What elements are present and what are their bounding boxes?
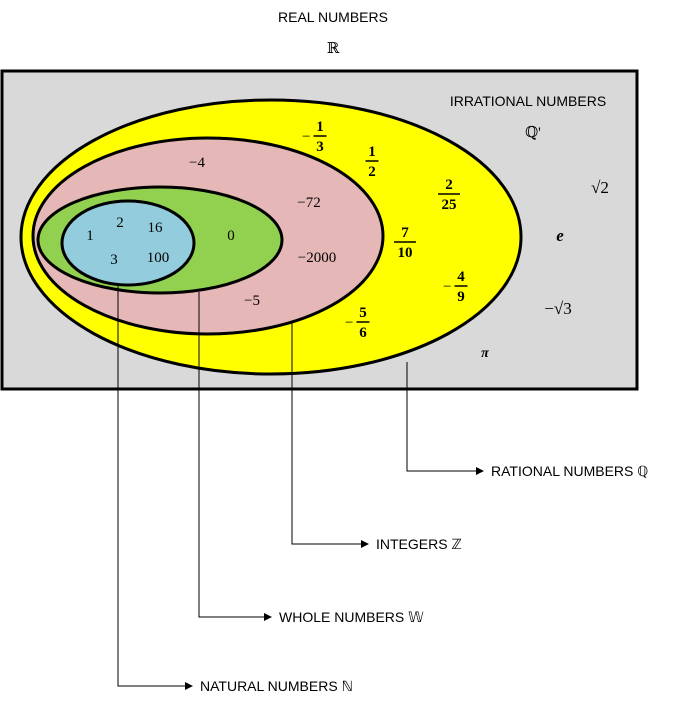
rational-fraction: 12 — [365, 144, 379, 180]
rational-callout-arrow — [406, 362, 484, 475]
real-numbers-symbol: ℝ — [327, 41, 340, 57]
fraction-denominator: 10 — [398, 245, 413, 261]
natural-item: 16 — [148, 220, 164, 236]
fraction-denominator: 2 — [368, 164, 376, 180]
fraction-denominator: 6 — [359, 325, 367, 341]
fraction-denominator: 9 — [457, 289, 465, 305]
real-numbers-title: REAL NUMBERS — [278, 9, 388, 25]
fraction-sign: − — [443, 279, 451, 295]
whole-callout-label: WHOLE NUMBERS 𝕎 — [279, 609, 424, 625]
irrational-numbers-label: IRRATIONAL NUMBERS — [450, 93, 606, 109]
irrational-item-e: e — [556, 226, 564, 245]
rational-fraction: 710 — [394, 225, 416, 261]
natural-callout-label: NATURAL NUMBERS ℕ — [200, 678, 353, 694]
fraction-numerator: 5 — [359, 305, 367, 321]
integers-callout-label: INTEGERS ℤ — [376, 536, 462, 552]
irrational-item-pi: π — [481, 346, 489, 361]
fraction-numerator: 7 — [401, 225, 409, 241]
natural-item: 3 — [110, 252, 118, 268]
rational-fraction: 4 9− — [443, 269, 468, 305]
rational-fraction: 5 6− — [345, 305, 370, 341]
fraction-numerator: 2 — [445, 177, 453, 193]
whole-callout-arrow — [198, 292, 272, 621]
integer-item: −2000 — [298, 250, 336, 266]
rational-callout-label: RATIONAL NUMBERS ℚ — [491, 463, 648, 479]
fraction-numerator: 4 — [457, 269, 465, 285]
irrational-item-neg-sqrt3: −√3 — [544, 299, 571, 318]
integer-item: −5 — [244, 293, 260, 309]
irrational-numbers-symbol: ℚ' — [525, 125, 541, 141]
integer-item: −72 — [297, 195, 320, 211]
fraction-sign: − — [302, 129, 310, 145]
whole-item: 0 — [227, 228, 235, 244]
natural-item: 100 — [147, 250, 170, 266]
fraction-denominator: 25 — [442, 197, 457, 213]
natural-item: 2 — [116, 215, 124, 231]
rational-fraction: 225 — [438, 177, 460, 213]
natural-numbers-region — [60, 199, 196, 287]
fraction-denominator: 3 — [316, 139, 324, 155]
irrational-item-sqrt2: √2 — [591, 178, 609, 197]
fraction-numerator: 1 — [316, 119, 324, 135]
fraction-sign: − — [345, 315, 353, 331]
integers-callout-arrow — [291, 322, 369, 548]
rational-fraction: 1 3− — [302, 119, 327, 155]
integer-item: −4 — [189, 155, 205, 171]
fraction-numerator: 1 — [368, 144, 376, 160]
natural-item: 1 — [86, 228, 94, 244]
natural-callout-arrow — [117, 283, 193, 690]
